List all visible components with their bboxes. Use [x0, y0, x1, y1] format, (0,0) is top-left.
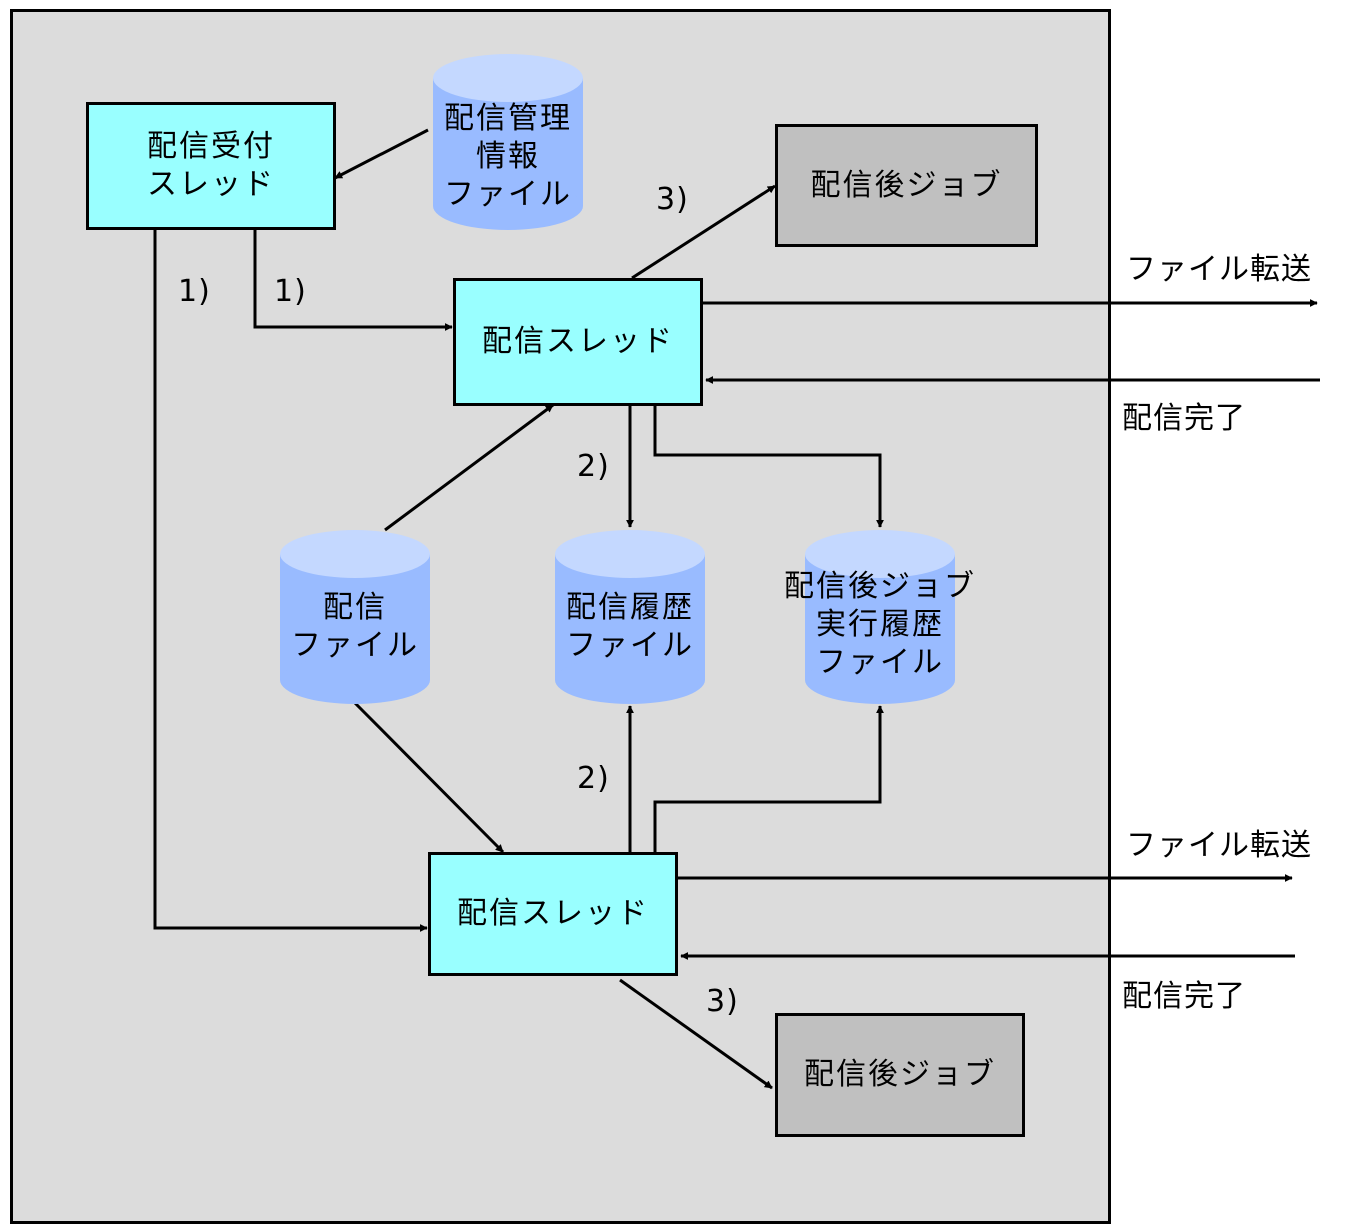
arrow-management-to-reception	[334, 128, 429, 180]
step-label-2-top: 2)	[577, 449, 610, 484]
arrow-thread-bottom-to-post-job	[619, 978, 773, 1090]
reception-thread-box: 配信受付 スレッド	[86, 102, 336, 230]
file-transfer-label-bottom: ファイル転送	[1126, 828, 1312, 863]
post-job-box-top: 配信後ジョブ	[775, 124, 1038, 247]
management-info-file-label: 配信管理 情報 ファイル	[444, 101, 572, 212]
step-label-2-bottom: 2)	[577, 761, 610, 796]
post-job-box-bottom: 配信後ジョブ	[775, 1013, 1025, 1137]
post-job-history-file-label: 配信後ジョブ 実行履歴 ファイル	[784, 569, 976, 680]
delivery-file-cylinder: 配信 ファイル	[280, 530, 430, 704]
delivery-thread-box-bottom: 配信スレッド	[428, 852, 678, 976]
arrow-delivery-file-to-thread-bottom	[353, 701, 505, 854]
arrow-thread-top-to-post-job	[631, 184, 776, 280]
arrow-reception-to-thread-top	[253, 230, 453, 331]
management-info-file-cylinder: 配信管理 情報 ファイル	[433, 54, 583, 230]
step-label-1-left: 1)	[178, 274, 211, 309]
step-label-3-top: 3)	[656, 182, 689, 217]
step-label-1-right: 1)	[274, 274, 307, 309]
arrow-thread-top-to-job-history	[653, 406, 884, 528]
delivery-history-file-label: 配信履歴 ファイル	[566, 590, 694, 663]
arrow-thread-bottom-to-job-history	[653, 705, 884, 852]
file-transfer-label-top: ファイル転送	[1126, 252, 1312, 287]
arrow-delivery-file-to-thread-top	[384, 403, 554, 532]
delivery-thread-box-top: 配信スレッド	[453, 278, 703, 406]
delivery-complete-label-bottom: 配信完了	[1122, 979, 1246, 1014]
post-job-history-file-cylinder: 配信後ジョブ 実行履歴 ファイル	[784, 530, 974, 704]
step-label-3-bottom: 3)	[706, 984, 739, 1019]
delivery-complete-label-top: 配信完了	[1122, 401, 1246, 436]
delivery-history-file-cylinder: 配信履歴 ファイル	[555, 530, 705, 704]
delivery-file-label: 配信 ファイル	[291, 590, 419, 663]
arrow-reception-to-thread-bottom	[153, 230, 428, 932]
